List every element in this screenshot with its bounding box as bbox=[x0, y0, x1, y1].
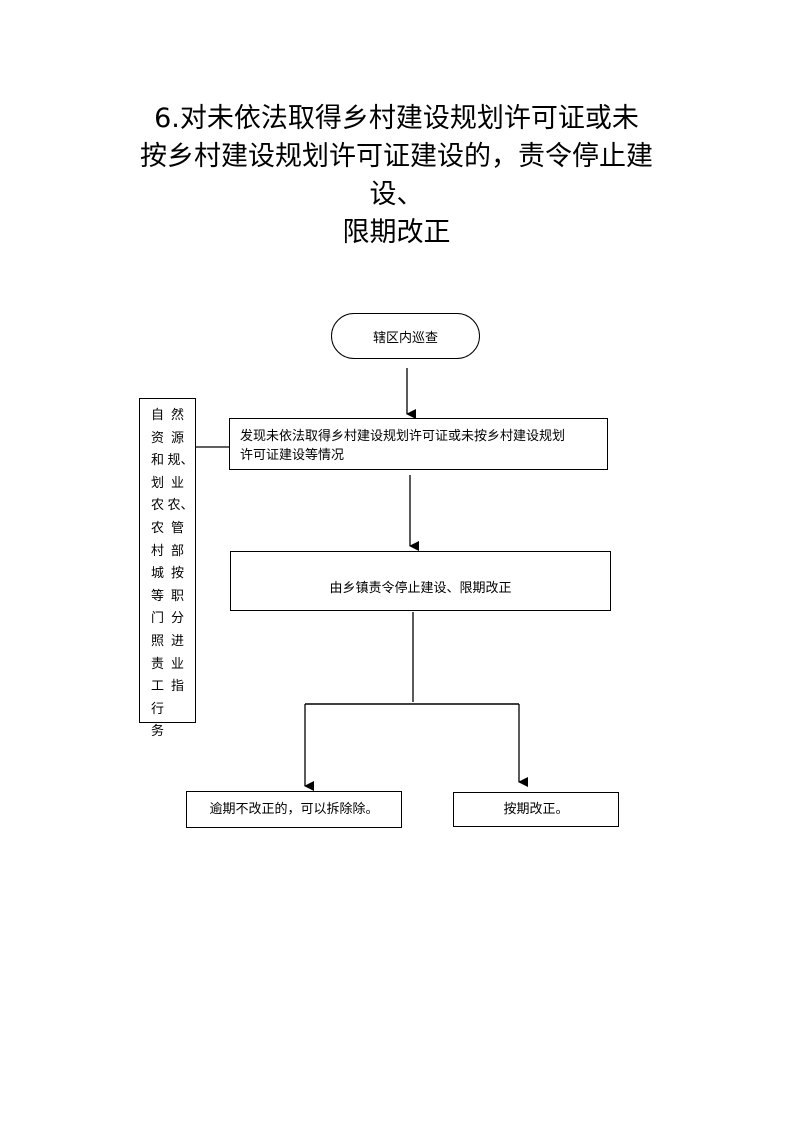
page-title: 6.对未依法取得乡村建设规划许可证或未 按乡村建设规划许可证建设的，责令停止建 … bbox=[0, 100, 793, 252]
step2-label: 由乡镇责令停止建设、限期改正 bbox=[329, 580, 512, 596]
step1-line-2: 许可证建设等情况 bbox=[240, 448, 345, 463]
title-line-4: 限期改正 bbox=[342, 217, 451, 248]
branch-right-label: 按期改正。 bbox=[503, 802, 569, 817]
step1-line-1: 发现未依法取得乡村建设规划许可证或未按乡村建设规划 bbox=[240, 429, 566, 444]
title-line-1: 6.对未依法取得乡村建设规划许可证或未 bbox=[154, 103, 639, 134]
branch-left-box: 逾期不改正的，可以拆除除。 bbox=[186, 791, 402, 828]
side-note-col-left: 自资和划农农村城等门照责工行务 bbox=[150, 408, 164, 740]
side-note-col-right: 然源规、业农、管部按职分进业指 bbox=[167, 408, 194, 695]
step2-box: 由乡镇责令停止建设、限期改正 bbox=[230, 551, 611, 611]
step1-box: 发现未依法取得乡村建设规划许可证或未按乡村建设规划 许可证建设等情况 bbox=[229, 418, 608, 470]
side-note-box: 然源规、业农、管部按职分进业指 自资和划农农村城等门照责工行务 bbox=[139, 398, 196, 740]
branch-right-box: 按期改正。 bbox=[453, 792, 619, 827]
start-node-label: 辖区内巡查 bbox=[372, 330, 438, 346]
start-node: 辖区内巡查 bbox=[331, 313, 480, 359]
branch-left-label: 逾期不改正的，可以拆除除。 bbox=[209, 802, 379, 817]
title-line-3: 设、 bbox=[369, 179, 424, 210]
title-line-2: 按乡村建设规划许可证建设的，责令停止建 bbox=[140, 141, 653, 172]
